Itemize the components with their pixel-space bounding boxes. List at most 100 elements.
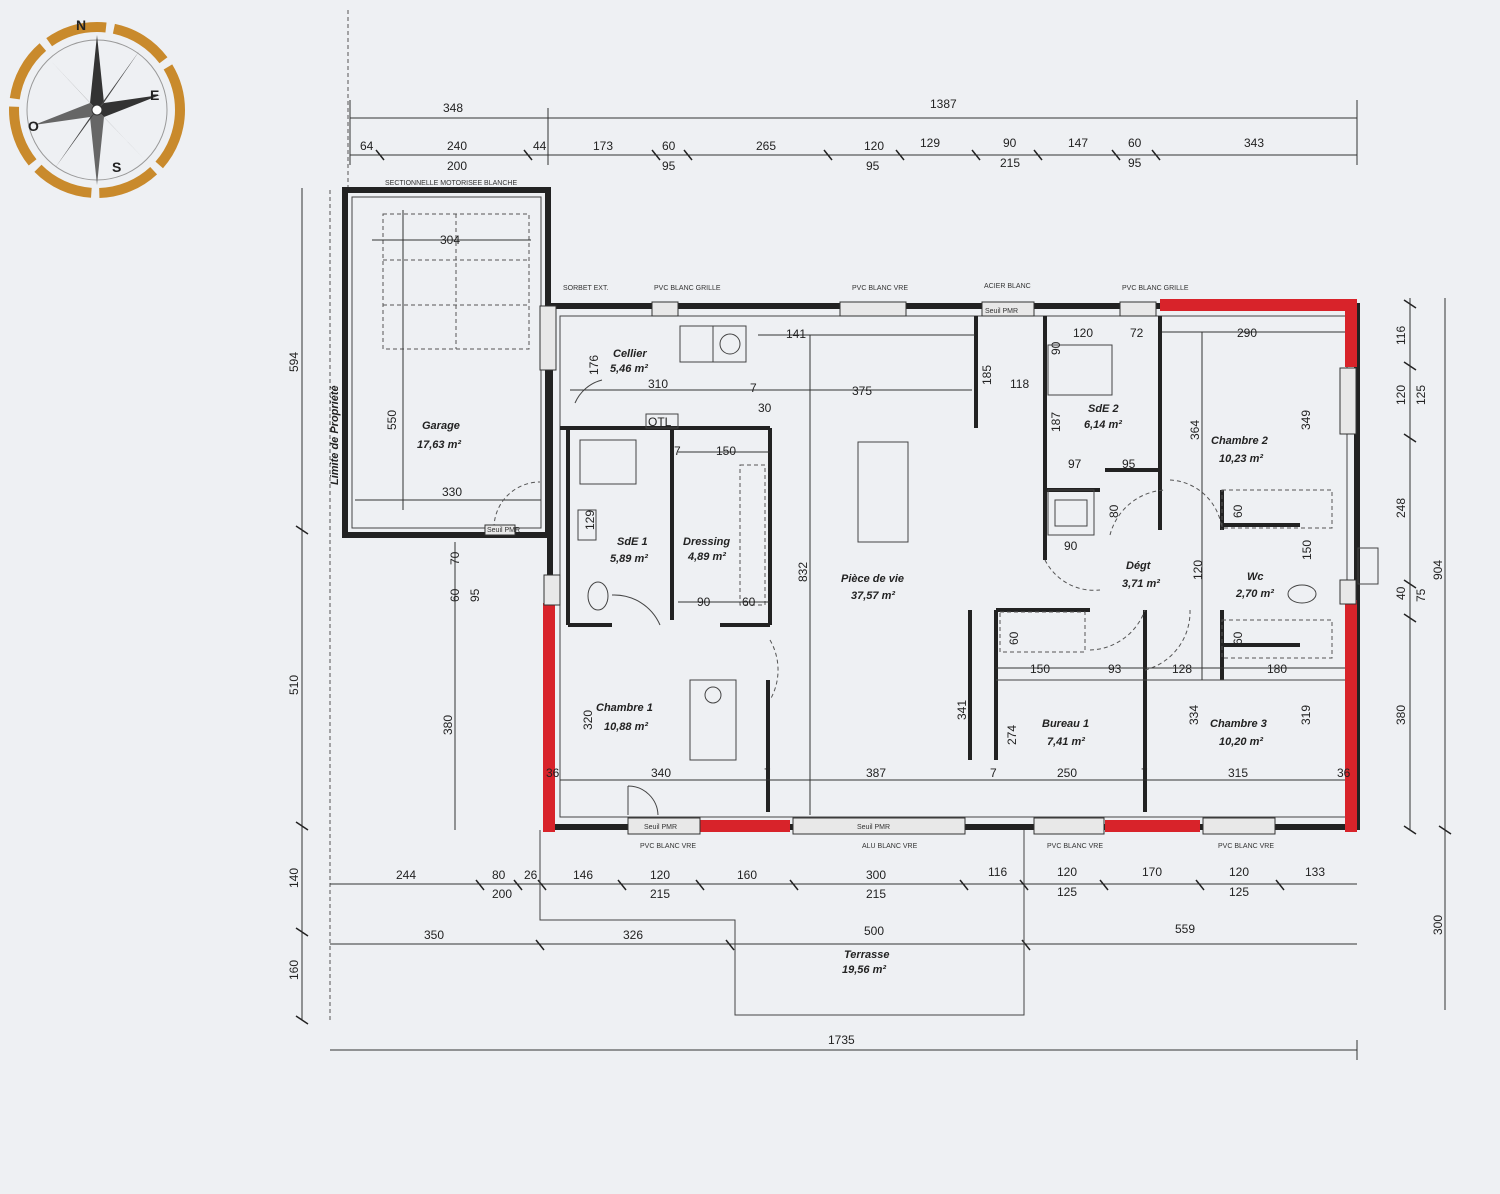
room-labels: Cellier 5,46 m² SdE 1 5,89 m² Dressing 4… bbox=[596, 348, 1274, 748]
dim-120d: 120 bbox=[1229, 865, 1249, 879]
room-piece-de-vie-name: Pièce de vie bbox=[841, 573, 904, 585]
south-windows: Seuil PMR Seuil PMR PVC BLANC VRE ALU BL… bbox=[627, 817, 1276, 850]
dim-26: 26 bbox=[524, 868, 538, 882]
dim-7e: 7 bbox=[1141, 766, 1148, 780]
dim-60b: 60 bbox=[1128, 136, 1142, 150]
dim-118: 118 bbox=[1010, 377, 1029, 391]
dim-387: 387 bbox=[866, 766, 886, 780]
dim-510: 510 bbox=[287, 675, 301, 695]
dim-330: 330 bbox=[442, 485, 462, 499]
dim-150b: 150 bbox=[1300, 540, 1314, 560]
compass-s: S bbox=[112, 159, 121, 175]
west-door-cellier bbox=[539, 305, 557, 371]
dim-90: 90 bbox=[1003, 136, 1017, 150]
dim-215: 215 bbox=[1000, 156, 1020, 170]
dim-116b: 116 bbox=[988, 865, 1007, 879]
dim-341: 341 bbox=[955, 700, 969, 720]
dim-129: 129 bbox=[920, 136, 940, 150]
dim-300: 300 bbox=[1431, 915, 1445, 935]
dim-150a: 150 bbox=[716, 444, 736, 458]
dim-80b: 80 bbox=[1107, 504, 1121, 518]
window-label: SORBET EXT. bbox=[563, 285, 608, 292]
dim-141: 141 bbox=[786, 327, 806, 341]
room-dressing-area: 4,89 m² bbox=[687, 551, 726, 563]
dim-64: 64 bbox=[360, 139, 374, 153]
east-window bbox=[1339, 367, 1357, 435]
room-terrasse-name: Terrasse bbox=[844, 949, 889, 961]
dim-7: 7 bbox=[750, 381, 757, 395]
dim-120: 120 bbox=[864, 139, 884, 153]
dim-72: 72 bbox=[1130, 326, 1144, 340]
dim-7b: 7 bbox=[674, 444, 681, 458]
window-label: Seuil PMR bbox=[857, 824, 890, 831]
dim-348: 348 bbox=[443, 101, 463, 115]
dim-160: 160 bbox=[287, 960, 301, 980]
room-cellier-area: 5,46 m² bbox=[610, 363, 648, 375]
room-terrasse-area: 19,56 m² bbox=[842, 964, 886, 976]
dim-244: 244 bbox=[396, 868, 416, 882]
compass-rose-icon: N S E O bbox=[9, 17, 185, 198]
dim-60a: 60 bbox=[742, 595, 756, 609]
dim-350: 350 bbox=[424, 928, 444, 942]
dim-90b: 90 bbox=[1049, 341, 1063, 355]
room-degt-name: Dégt bbox=[1126, 560, 1152, 572]
dim-215c: 215 bbox=[866, 887, 886, 901]
dim-140: 140 bbox=[287, 868, 301, 888]
dim-146: 146 bbox=[573, 868, 593, 882]
dim-125r: 125 bbox=[1414, 385, 1428, 405]
room-chambre1-name: Chambre 1 bbox=[596, 702, 653, 714]
dim-120f: 120 bbox=[1191, 560, 1205, 580]
dim-93: 93 bbox=[1108, 662, 1122, 676]
room-wc-name: Wc bbox=[1247, 571, 1264, 583]
dim-160b: 160 bbox=[737, 868, 757, 882]
interior-dimensions: 141 310 375 7 30 176 OTL 150 7 90 60 832… bbox=[441, 326, 1351, 830]
window-label: PVC BLANC GRILLE bbox=[654, 285, 721, 292]
window-label: PVC BLANC VRE bbox=[852, 285, 908, 292]
dim-95d: 95 bbox=[468, 588, 482, 602]
dim-200b: 200 bbox=[492, 887, 512, 901]
dim-120c: 120 bbox=[1057, 865, 1077, 879]
top-dimensions: 348 1387 64 240 44 173 60 265 120 129 90… bbox=[349, 97, 1358, 173]
dim-7d: 7 bbox=[990, 766, 997, 780]
dim-315: 315 bbox=[1228, 766, 1248, 780]
dim-30: 30 bbox=[758, 401, 772, 415]
bottom-dimensions: 244 80 26 146 120 160 300 116 120 170 12… bbox=[330, 865, 1358, 1060]
dim-185: 185 bbox=[980, 365, 994, 385]
room-sde2-area: 6,14 m² bbox=[1084, 419, 1122, 431]
dim-60e: 60 bbox=[1007, 631, 1021, 645]
dim-290: 290 bbox=[1237, 326, 1257, 340]
compass-n: N bbox=[76, 17, 86, 33]
dim-364: 364 bbox=[1188, 420, 1202, 440]
window-label: Seuil PMR bbox=[985, 308, 1018, 315]
dim-1735: 1735 bbox=[828, 1033, 855, 1047]
dim-128: 128 bbox=[1172, 662, 1192, 676]
dim-70: 70 bbox=[448, 551, 462, 565]
dim-40: 40 bbox=[1394, 586, 1408, 600]
north-windows: PVC BLANC GRILLE PVC BLANC VRE ACIER BLA… bbox=[563, 283, 1189, 317]
dim-95b: 95 bbox=[866, 159, 880, 173]
dim-250: 250 bbox=[1057, 766, 1077, 780]
dim-340: 340 bbox=[651, 766, 671, 780]
room-chambre3-name: Chambre 3 bbox=[1210, 718, 1267, 730]
red-wall-east-2 bbox=[1345, 600, 1357, 832]
dim-380r: 380 bbox=[1394, 705, 1408, 725]
window-label: ACIER BLANC bbox=[984, 283, 1031, 290]
garage-threshold: Seuil PMR bbox=[487, 527, 520, 534]
dim-60b: 60 bbox=[448, 588, 462, 602]
dim-75: 75 bbox=[1414, 588, 1428, 602]
dim-832: 832 bbox=[796, 562, 810, 582]
dim-375: 375 bbox=[852, 384, 872, 398]
dim-349: 349 bbox=[1299, 410, 1313, 430]
dim-173: 173 bbox=[593, 139, 613, 153]
room-bureau1-area: 7,41 m² bbox=[1047, 736, 1085, 748]
dim-334: 334 bbox=[1187, 705, 1201, 725]
room-chambre2-name: Chambre 2 bbox=[1211, 435, 1268, 447]
dim-60: 60 bbox=[662, 139, 676, 153]
red-wall-east-1 bbox=[1345, 299, 1357, 367]
dim-147: 147 bbox=[1068, 136, 1088, 150]
dim-500: 500 bbox=[864, 924, 884, 938]
dim-559: 559 bbox=[1175, 922, 1195, 936]
east-window-wc bbox=[1339, 579, 1357, 605]
room-bureau1-name: Bureau 1 bbox=[1042, 718, 1089, 730]
